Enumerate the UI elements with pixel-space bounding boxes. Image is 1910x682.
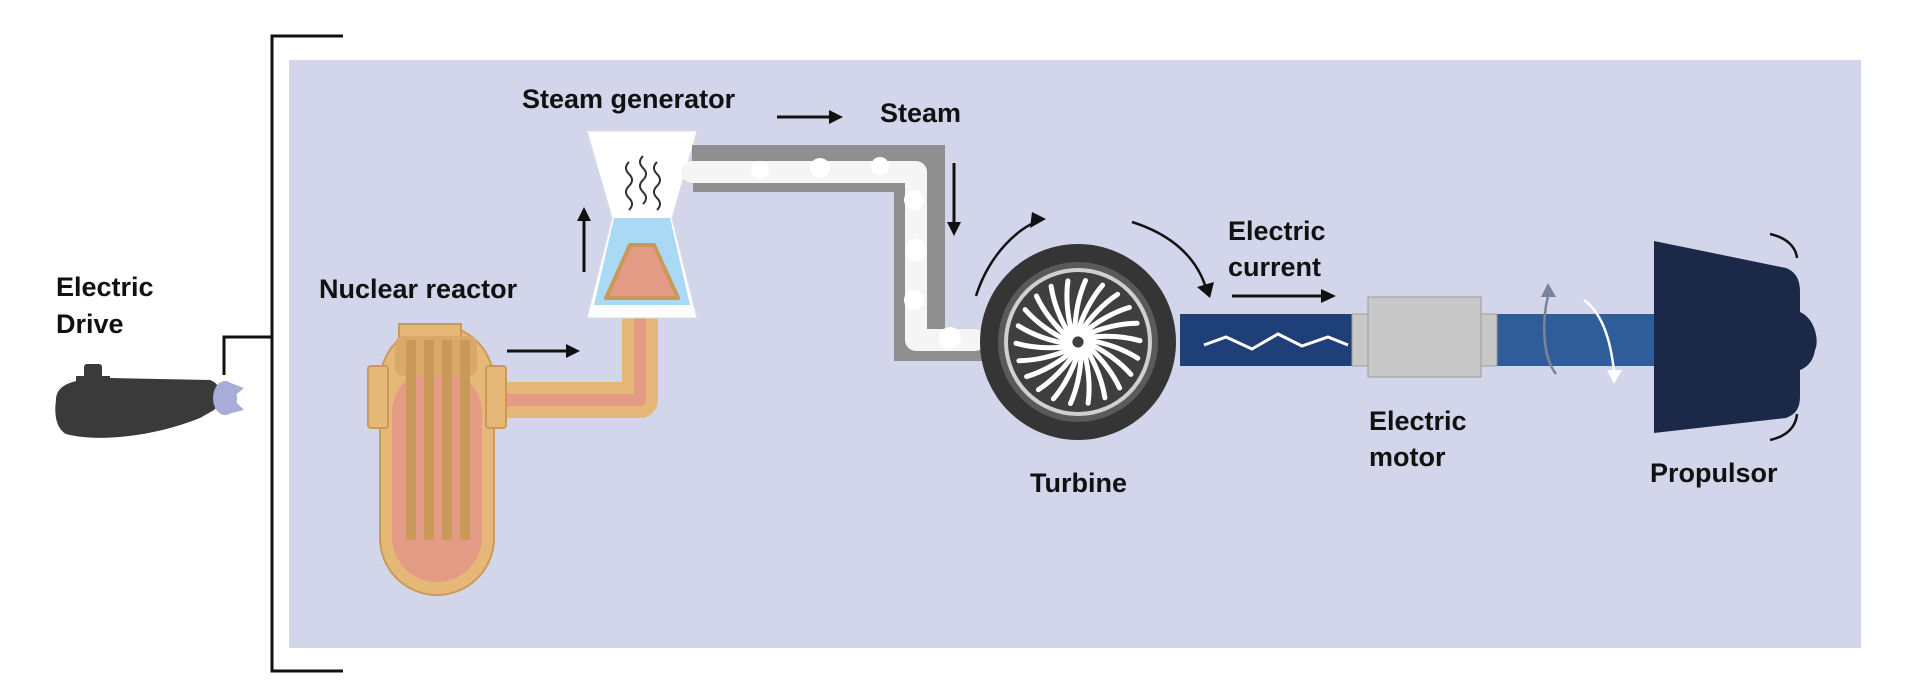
turbine-blade [1083, 341, 1123, 391]
turbine-blade [1022, 307, 1073, 345]
turbine-blade [1035, 347, 1080, 393]
heat-waves-icon [625, 155, 661, 211]
steam-puffs [751, 157, 961, 349]
electric-motor-icon [1351, 296, 1498, 378]
turbine-blade [1015, 323, 1073, 347]
flow-arrows [507, 110, 1336, 358]
electric-current-label-line2: current [1228, 252, 1321, 282]
turbine-blade [1050, 347, 1082, 402]
turbine-blade [1064, 278, 1076, 339]
turbine-blade [1072, 278, 1088, 338]
turbine-blade [1083, 339, 1134, 377]
turbine-blade [1080, 320, 1140, 339]
turbine-blade [1080, 345, 1092, 406]
electric-current-label-line1: Electric [1228, 216, 1326, 246]
propulsor-label: Propulsor [1650, 458, 1778, 488]
nuclear-reactor-label: Nuclear reactor [319, 274, 518, 304]
turbine-label: Turbine [1030, 468, 1127, 498]
current-zigzag [1203, 332, 1349, 351]
nuclear-reactor-icon [367, 323, 507, 596]
turbine-blade [1033, 293, 1073, 343]
turbine-blade [1078, 304, 1132, 338]
electric-motor-label-line2: motor [1369, 442, 1446, 472]
steam-generator-label: Steam generator [522, 84, 736, 114]
turbine-blade [1083, 337, 1141, 361]
turbine-blade [1013, 340, 1074, 351]
electric-motor-label-line1: Electric [1369, 406, 1467, 436]
turbine-icon [980, 244, 1176, 440]
reactor-pipe-core [482, 290, 646, 406]
turbine-blade [1074, 282, 1106, 337]
turbine-blade [1048, 283, 1074, 341]
sub-propeller-icon [213, 381, 244, 415]
shaft-rotation-icon [1542, 295, 1616, 375]
steam-generator-icon [586, 130, 698, 319]
steam-label: Steam [880, 98, 961, 128]
bracket [270, 34, 343, 673]
turbine-blade [1016, 345, 1076, 364]
electric-drive-label-line2: Drive [56, 309, 124, 339]
propulsor-icon [1654, 232, 1817, 442]
turbine-blade [1082, 343, 1108, 401]
turbine-blade [1082, 333, 1143, 344]
submarine-icon [55, 364, 244, 438]
electric-drive-label-line1: Electric [56, 272, 154, 302]
turbine-blade [1068, 346, 1084, 406]
turbine-blade [1076, 291, 1121, 337]
turbine-blade [1024, 346, 1078, 380]
bracket-connector [222, 335, 272, 375]
